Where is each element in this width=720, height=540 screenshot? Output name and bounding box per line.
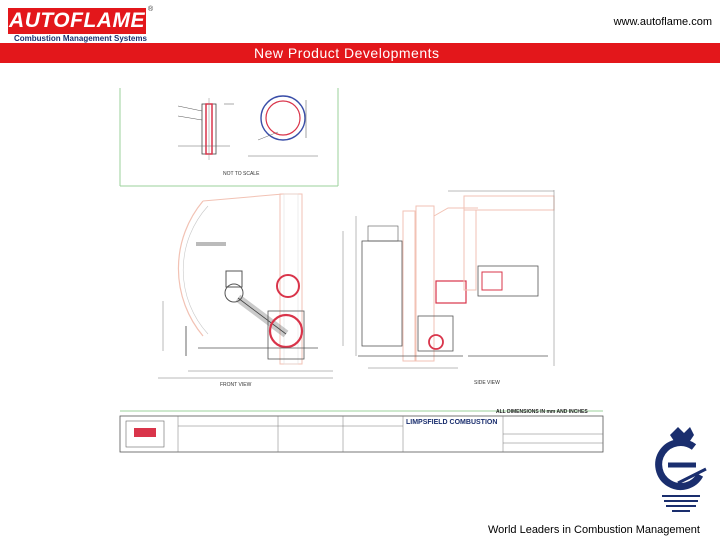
flange-detail (177, 98, 234, 160)
front-view (158, 193, 344, 379)
not-to-scale-note: NOT TO SCALE (223, 171, 260, 177)
website-url[interactable]: www.autoflame.com (613, 16, 712, 28)
logo-subtitle: Combustion Management Systems (14, 34, 147, 43)
banner-title: New Product Developments (254, 45, 440, 61)
side-view-label: SIDE VIEW (474, 380, 500, 386)
queens-award-emblem (655, 427, 707, 512)
duct-elevation (448, 190, 555, 366)
title-banner: New Product Developments (0, 43, 720, 63)
company-name: LIMPSFIELD COMBUSTION (406, 419, 497, 426)
ring-detail (257, 95, 307, 141)
detail-panel (119, 88, 339, 187)
registered-mark: ® (148, 6, 154, 13)
front-view-label: FRONT VIEW (220, 382, 252, 388)
dimensions-note: ALL DIMENSIONS IN mm AND INCHES (496, 409, 588, 415)
engineering-drawing: NOT TO SCALE FRONT VIEW (119, 88, 604, 453)
logo-text: AUTOFLAME (8, 8, 146, 34)
title-block (119, 410, 604, 453)
side-view (355, 205, 478, 369)
footer-tagline: World Leaders in Combustion Management (488, 524, 700, 536)
